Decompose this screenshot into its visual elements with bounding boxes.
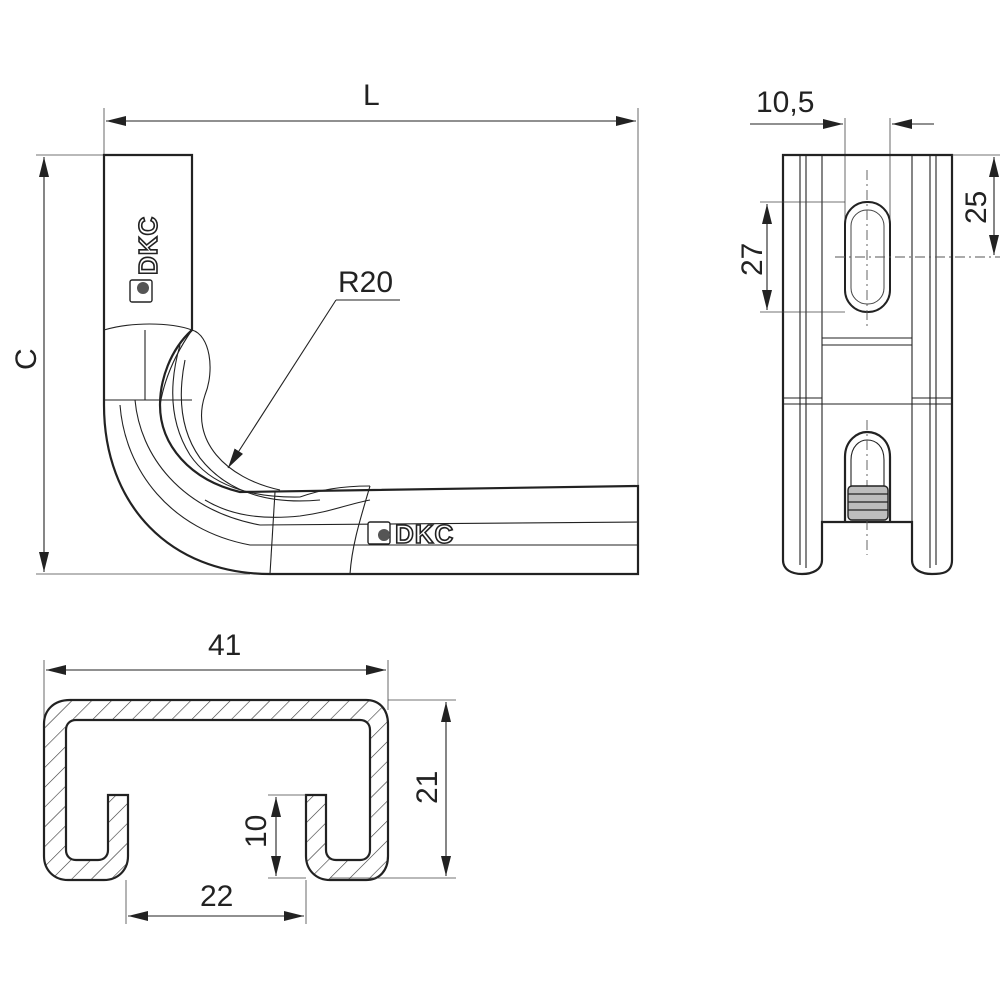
section-height-label: 21 <box>411 771 444 804</box>
brand-logo-vertical: DKC <box>129 215 164 303</box>
slot-offset-label: 10,5 <box>756 86 814 119</box>
section-view: 41 21 10 22 <box>42 629 456 924</box>
lower-slot <box>843 430 892 522</box>
section-width-label: 41 <box>208 629 241 662</box>
length-label: L <box>363 79 380 112</box>
brand-vertical-text: DKC <box>133 216 163 275</box>
opening-label: 22 <box>200 880 233 913</box>
side-view: L C DKC DKC <box>10 79 640 576</box>
end-view: 10,5 27 <box>736 86 1000 576</box>
radius-leader-line <box>227 299 337 469</box>
lip-depth-label: 10 <box>240 815 273 848</box>
bolt-thread <box>847 485 889 521</box>
bracket-outline <box>102 153 640 576</box>
radius-label: R20 <box>338 266 393 299</box>
height-label: C <box>10 348 43 370</box>
slot-length-label: 27 <box>736 243 769 276</box>
brand-logo-horizontal: DKC <box>367 518 454 550</box>
c-profile-section <box>42 698 390 882</box>
brand-horizontal-text: DKC <box>395 519 454 549</box>
slot-position-label: 25 <box>960 191 993 224</box>
